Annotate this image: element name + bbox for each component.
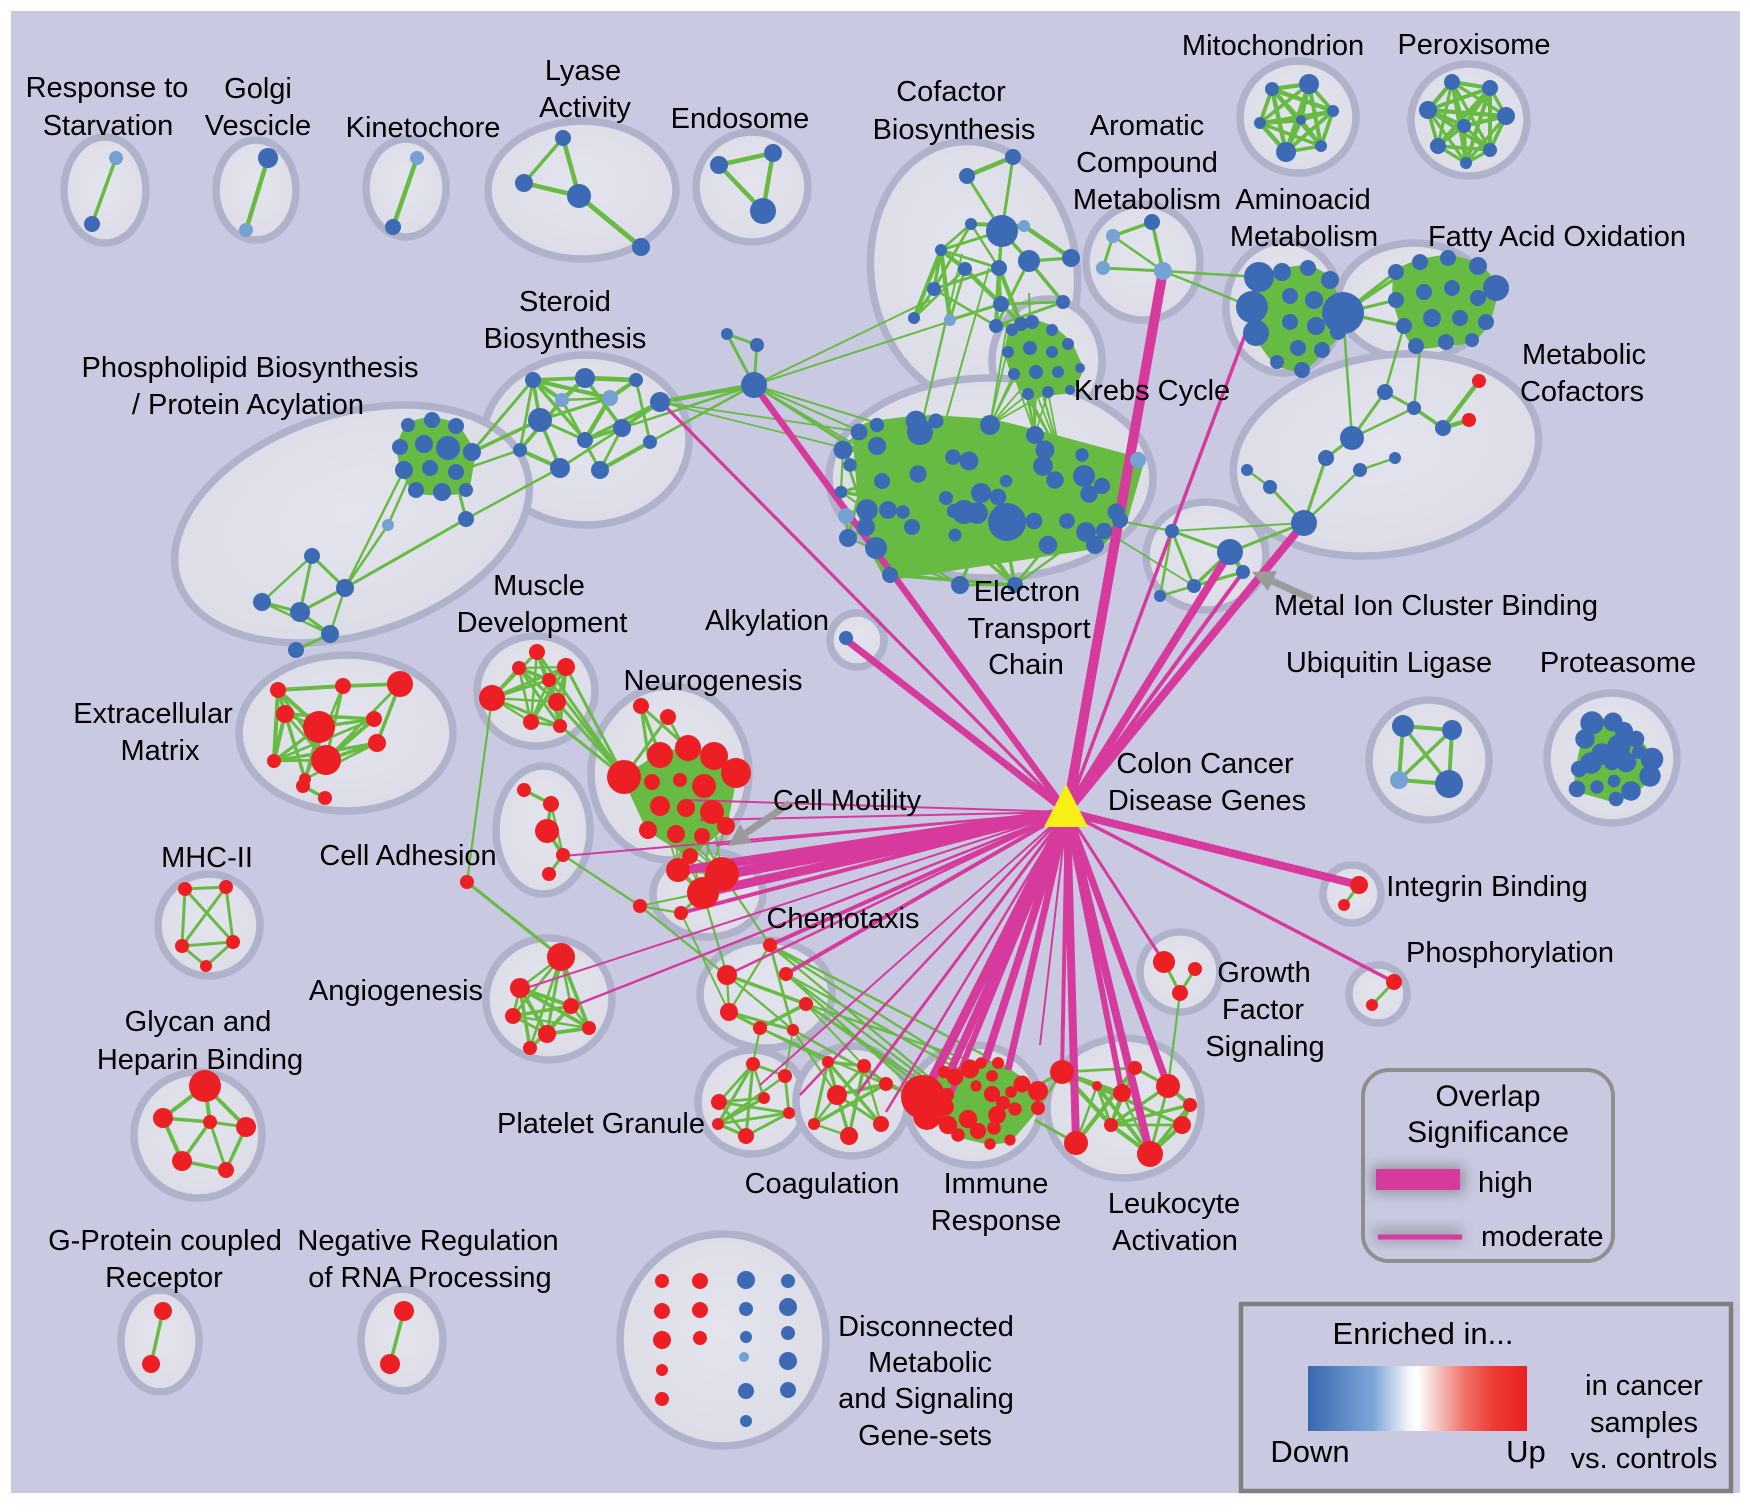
svg-text:Response: Response — [931, 1205, 1062, 1237]
svg-text:Starvation: Starvation — [43, 110, 174, 142]
svg-text:Cell Motility: Cell Motility — [773, 785, 922, 817]
svg-text:Cell Adhesion: Cell Adhesion — [319, 840, 496, 872]
svg-text:in cancer: in cancer — [1585, 1370, 1703, 1402]
svg-text:Disease Genes: Disease Genes — [1108, 785, 1306, 817]
svg-text:Leukocyte: Leukocyte — [1108, 1188, 1240, 1220]
svg-text:G-Protein coupled: G-Protein coupled — [48, 1225, 282, 1257]
svg-text:Factor: Factor — [1222, 994, 1305, 1026]
svg-text:Cofactor: Cofactor — [896, 76, 1006, 108]
svg-text:Glycan and: Glycan and — [125, 1006, 272, 1038]
svg-text:Immune: Immune — [944, 1168, 1049, 1200]
svg-text:Receptor: Receptor — [105, 1262, 223, 1294]
svg-text:Aromatic: Aromatic — [1090, 110, 1204, 142]
svg-text:Up: Up — [1506, 1434, 1546, 1469]
svg-text:Enriched in...: Enriched in... — [1333, 1316, 1514, 1351]
svg-text:Cofactors: Cofactors — [1520, 376, 1644, 408]
svg-text:Muscle: Muscle — [493, 570, 585, 602]
svg-text:Golgi: Golgi — [224, 73, 292, 105]
svg-text:Heparin Binding: Heparin Binding — [97, 1044, 303, 1076]
svg-text:Steroid: Steroid — [519, 286, 611, 318]
svg-text:Negative Regulation: Negative Regulation — [297, 1225, 558, 1257]
svg-text:Angiogenesis: Angiogenesis — [309, 975, 483, 1007]
svg-text:Electron: Electron — [974, 576, 1080, 608]
svg-text:Signaling: Signaling — [1205, 1031, 1324, 1063]
svg-text:Biosynthesis: Biosynthesis — [873, 114, 1036, 146]
svg-text:/ Protein Acylation: / Protein Acylation — [132, 389, 364, 421]
svg-text:Metabolic: Metabolic — [868, 1347, 992, 1379]
svg-text:Phosphorylation: Phosphorylation — [1406, 937, 1614, 969]
svg-text:Activity: Activity — [539, 92, 631, 124]
svg-text:Down: Down — [1270, 1434, 1349, 1469]
svg-text:Ubiquitin Ligase: Ubiquitin Ligase — [1286, 647, 1492, 679]
svg-text:Peroxisome: Peroxisome — [1397, 29, 1550, 61]
svg-text:moderate: moderate — [1481, 1221, 1604, 1253]
svg-text:Kinetochore: Kinetochore — [346, 112, 501, 144]
svg-text:Biosynthesis: Biosynthesis — [484, 323, 647, 355]
svg-text:Activation: Activation — [1112, 1225, 1238, 1257]
svg-text:Response to: Response to — [26, 72, 189, 104]
svg-text:Overlap: Overlap — [1435, 1080, 1540, 1113]
svg-text:Compound: Compound — [1076, 147, 1218, 179]
svg-text:Coagulation: Coagulation — [745, 1168, 900, 1200]
svg-text:Integrin Binding: Integrin Binding — [1386, 871, 1588, 903]
svg-text:Chain: Chain — [988, 649, 1064, 681]
svg-text:Development: Development — [457, 607, 628, 639]
svg-text:Krebs Cycle: Krebs Cycle — [1074, 375, 1230, 407]
svg-text:Vescicle: Vescicle — [205, 110, 311, 142]
svg-text:Gene-sets: Gene-sets — [858, 1420, 992, 1452]
svg-text:Endosome: Endosome — [671, 103, 810, 135]
svg-text:Metabolism: Metabolism — [1230, 221, 1378, 253]
svg-text:and Signaling: and Signaling — [838, 1383, 1014, 1415]
svg-text:Alkylation: Alkylation — [705, 605, 829, 637]
svg-text:Proteasome: Proteasome — [1540, 647, 1696, 679]
svg-text:Matrix: Matrix — [121, 735, 200, 767]
svg-text:high: high — [1478, 1167, 1533, 1199]
svg-text:vs. controls: vs. controls — [1571, 1443, 1718, 1475]
svg-text:Significance: Significance — [1407, 1116, 1569, 1149]
svg-text:samples: samples — [1590, 1407, 1698, 1439]
svg-text:Colon Cancer: Colon Cancer — [1116, 748, 1294, 780]
svg-text:Fatty Acid Oxidation: Fatty Acid Oxidation — [1428, 221, 1686, 253]
svg-text:Disconnected: Disconnected — [838, 1311, 1014, 1343]
svg-text:Mitochondrion: Mitochondrion — [1182, 30, 1364, 62]
svg-text:Transport: Transport — [967, 613, 1090, 645]
svg-text:Aminoacid: Aminoacid — [1235, 184, 1370, 216]
svg-text:of RNA Processing: of RNA Processing — [308, 1262, 551, 1294]
svg-text:Lyase: Lyase — [545, 55, 621, 87]
svg-text:Metal Ion Cluster Binding: Metal Ion Cluster Binding — [1274, 590, 1598, 622]
svg-text:Metabolic: Metabolic — [1522, 339, 1646, 371]
svg-text:Platelet Granule: Platelet Granule — [497, 1108, 705, 1140]
svg-text:Growth: Growth — [1217, 957, 1310, 989]
svg-text:Metabolism: Metabolism — [1073, 184, 1221, 216]
svg-text:Neurogenesis: Neurogenesis — [624, 665, 803, 697]
svg-text:Extracellular: Extracellular — [73, 698, 233, 730]
svg-text:Phospholipid Biosynthesis: Phospholipid Biosynthesis — [82, 352, 419, 384]
svg-text:MHC-II: MHC-II — [161, 842, 253, 874]
svg-text:Chemotaxis: Chemotaxis — [766, 903, 919, 935]
